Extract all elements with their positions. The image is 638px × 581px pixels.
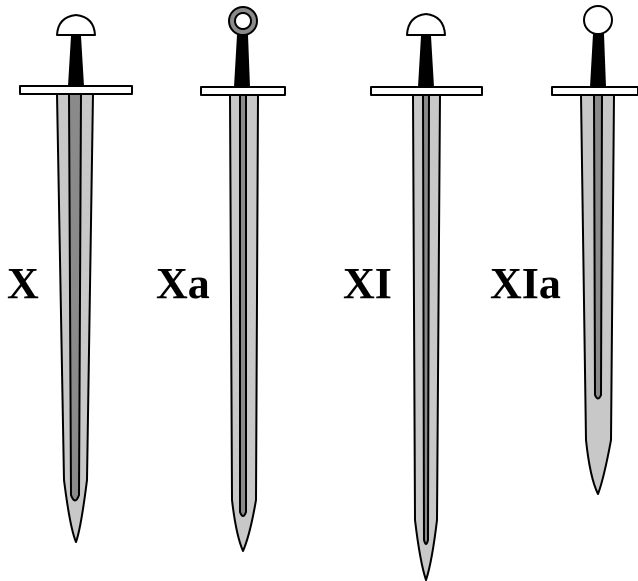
sword-x-grip — [69, 36, 83, 86]
sword-xia-fuller — [594, 95, 602, 399]
sword-x-fuller — [69, 94, 81, 501]
sword-xi-guard — [371, 87, 482, 95]
sword-xa-grip — [235, 35, 249, 87]
sword-type-xia — [552, 6, 638, 494]
sword-xi-fuller — [423, 95, 429, 544]
sword-xia-label: XIa — [490, 259, 561, 308]
sword-xia-pommel — [584, 6, 612, 34]
sword-xa-guard — [201, 87, 285, 95]
sword-x-pommel — [57, 15, 95, 35]
sword-xa-label: Xa — [156, 259, 210, 308]
sword-x-guard — [20, 86, 132, 94]
sword-xi-pommel — [407, 14, 445, 35]
sword-xa-ring-pommel-inner — [235, 13, 251, 29]
sword-x-label: X — [7, 259, 39, 308]
sword-xia-grip — [591, 34, 605, 87]
sword-xi-grip — [419, 36, 433, 87]
sword-xia-guard — [552, 87, 638, 95]
sword-type-xa — [201, 7, 285, 551]
sword-xi-label: XI — [343, 259, 392, 308]
sword-xa-fuller — [240, 95, 246, 516]
